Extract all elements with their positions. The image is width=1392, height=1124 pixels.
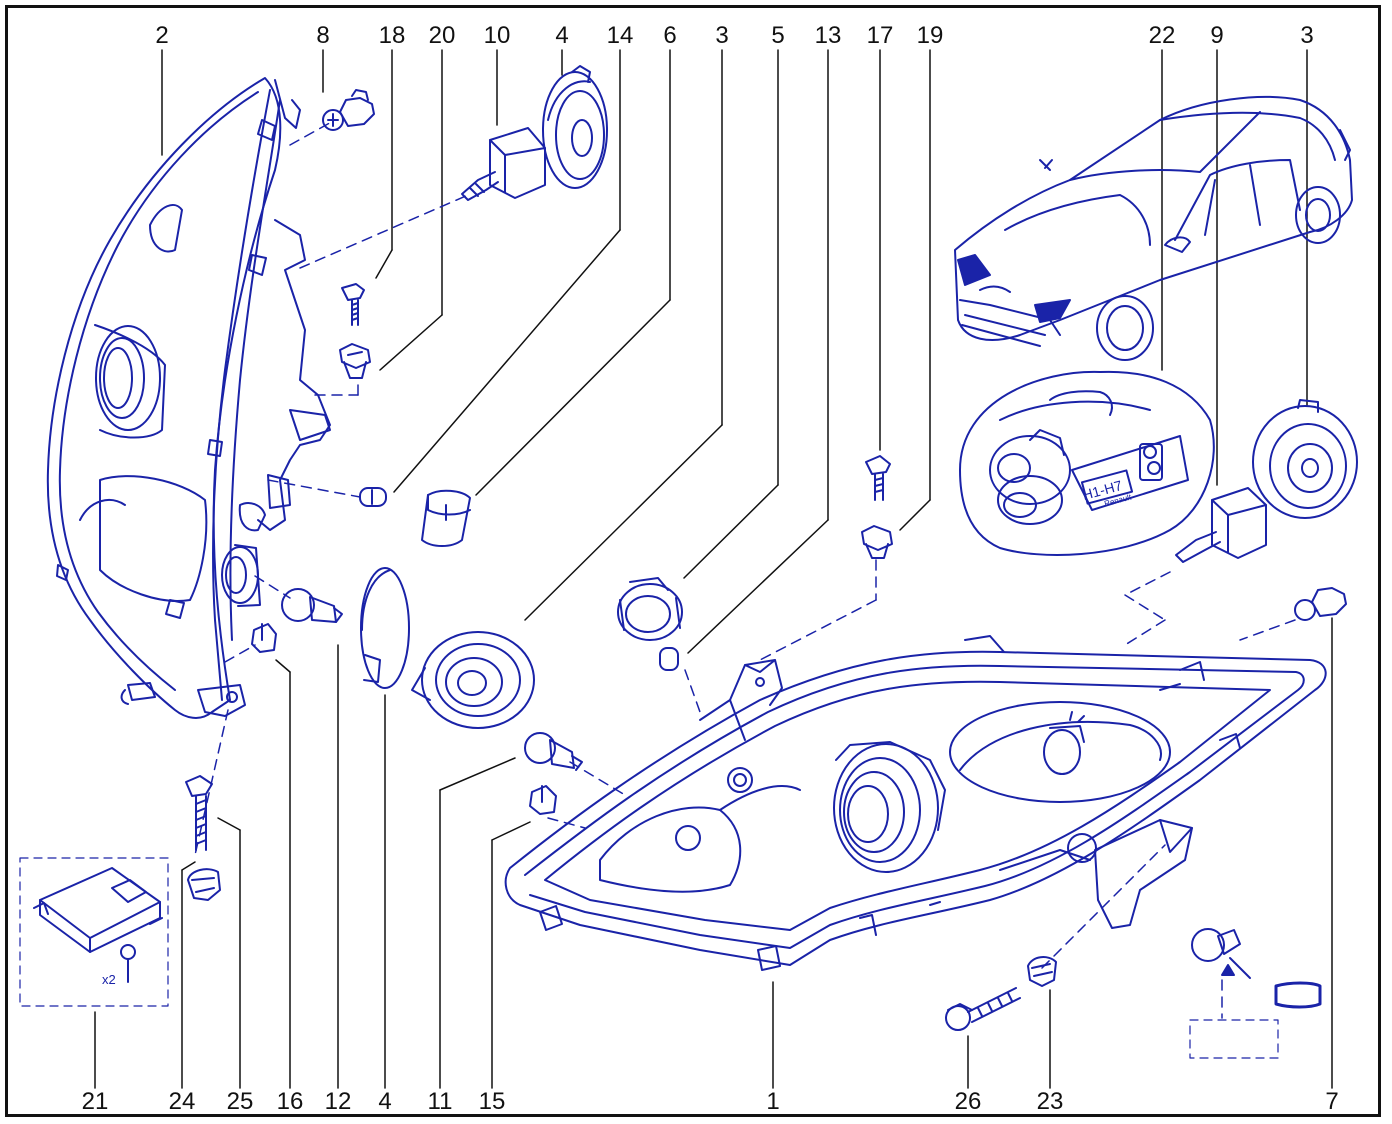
callout-25: 25 xyxy=(226,1088,254,1115)
callout-21: 21 xyxy=(81,1088,109,1115)
clip-part-15 xyxy=(529,785,557,815)
callout-16: 16 xyxy=(276,1088,304,1115)
callout-24: 24 xyxy=(168,1088,196,1115)
headlamp-main-assembly xyxy=(504,635,1327,971)
callout-12: 12 xyxy=(324,1088,352,1115)
screw-part-25 xyxy=(185,775,213,851)
callout-6: 6 xyxy=(663,22,677,49)
bulb-part-11 xyxy=(524,732,583,771)
callout-18: 18 xyxy=(378,22,406,49)
callout-19: 19 xyxy=(916,22,944,49)
nut-part-23 xyxy=(1027,956,1057,987)
screw-part-17 xyxy=(865,455,891,501)
callout-2: 2 xyxy=(155,22,169,49)
callout-10: 10 xyxy=(483,22,511,49)
callout-14: 14 xyxy=(606,22,634,49)
callout-4-top: 4 xyxy=(555,22,569,49)
callout-23: 23 xyxy=(1036,1088,1064,1115)
bulb-part-7 xyxy=(1294,587,1347,621)
callout-15: 15 xyxy=(478,1088,506,1115)
callout-9: 9 xyxy=(1210,22,1224,49)
callout-7: 7 xyxy=(1325,1088,1339,1115)
xenon-bulb-part-10 xyxy=(461,127,546,201)
headlamp-left-side-view xyxy=(46,77,331,719)
callout-26: 26 xyxy=(954,1088,982,1115)
callout-22: 22 xyxy=(1148,22,1176,49)
bulb-part-13 xyxy=(659,647,679,671)
screw-part-18 xyxy=(341,283,365,326)
bulb-part-12 xyxy=(281,588,343,623)
xenon-bulb-part-9 xyxy=(1175,487,1267,563)
cap-part-5 xyxy=(617,577,683,641)
cap-part-14 xyxy=(421,489,471,547)
diagram-border xyxy=(5,5,1381,1117)
callout-3-right: 3 xyxy=(1300,22,1314,49)
callout-20: 20 xyxy=(428,22,456,49)
leader-lines xyxy=(94,49,1333,1089)
bulb-kit-case-part-22 xyxy=(959,370,1215,556)
callout-11: 11 xyxy=(427,1088,453,1115)
ballast-module-part-21 xyxy=(19,857,169,1007)
quantity-text: x2 xyxy=(102,972,116,987)
clip-nut-part-20 xyxy=(339,343,371,379)
callout-13: 13 xyxy=(814,22,842,49)
spare-bulb-kit-inset xyxy=(1189,928,1322,1059)
callout-5: 5 xyxy=(771,22,785,49)
cap-part-4-top xyxy=(542,65,608,189)
clip-nut-part-19 xyxy=(861,525,893,559)
callout-17: 17 xyxy=(866,22,894,49)
screw-part-26 xyxy=(945,987,1021,1031)
cap-part-3-left xyxy=(411,631,535,729)
assembly-dashed-lines xyxy=(194,119,1296,1019)
callout-3-middle: 3 xyxy=(715,22,729,49)
bulb-part-6 xyxy=(359,487,387,507)
clip-part-16 xyxy=(251,623,277,653)
cap-part-3-right xyxy=(1252,399,1358,519)
bulb-part-8 xyxy=(322,89,375,131)
callout-8: 8 xyxy=(316,22,330,49)
callout-4-bottom: 4 xyxy=(378,1088,392,1115)
nut-part-24 xyxy=(187,868,221,901)
car-silhouette xyxy=(954,95,1353,361)
cover-part-4-bottom xyxy=(360,567,410,689)
callout-1: 1 xyxy=(766,1088,780,1115)
